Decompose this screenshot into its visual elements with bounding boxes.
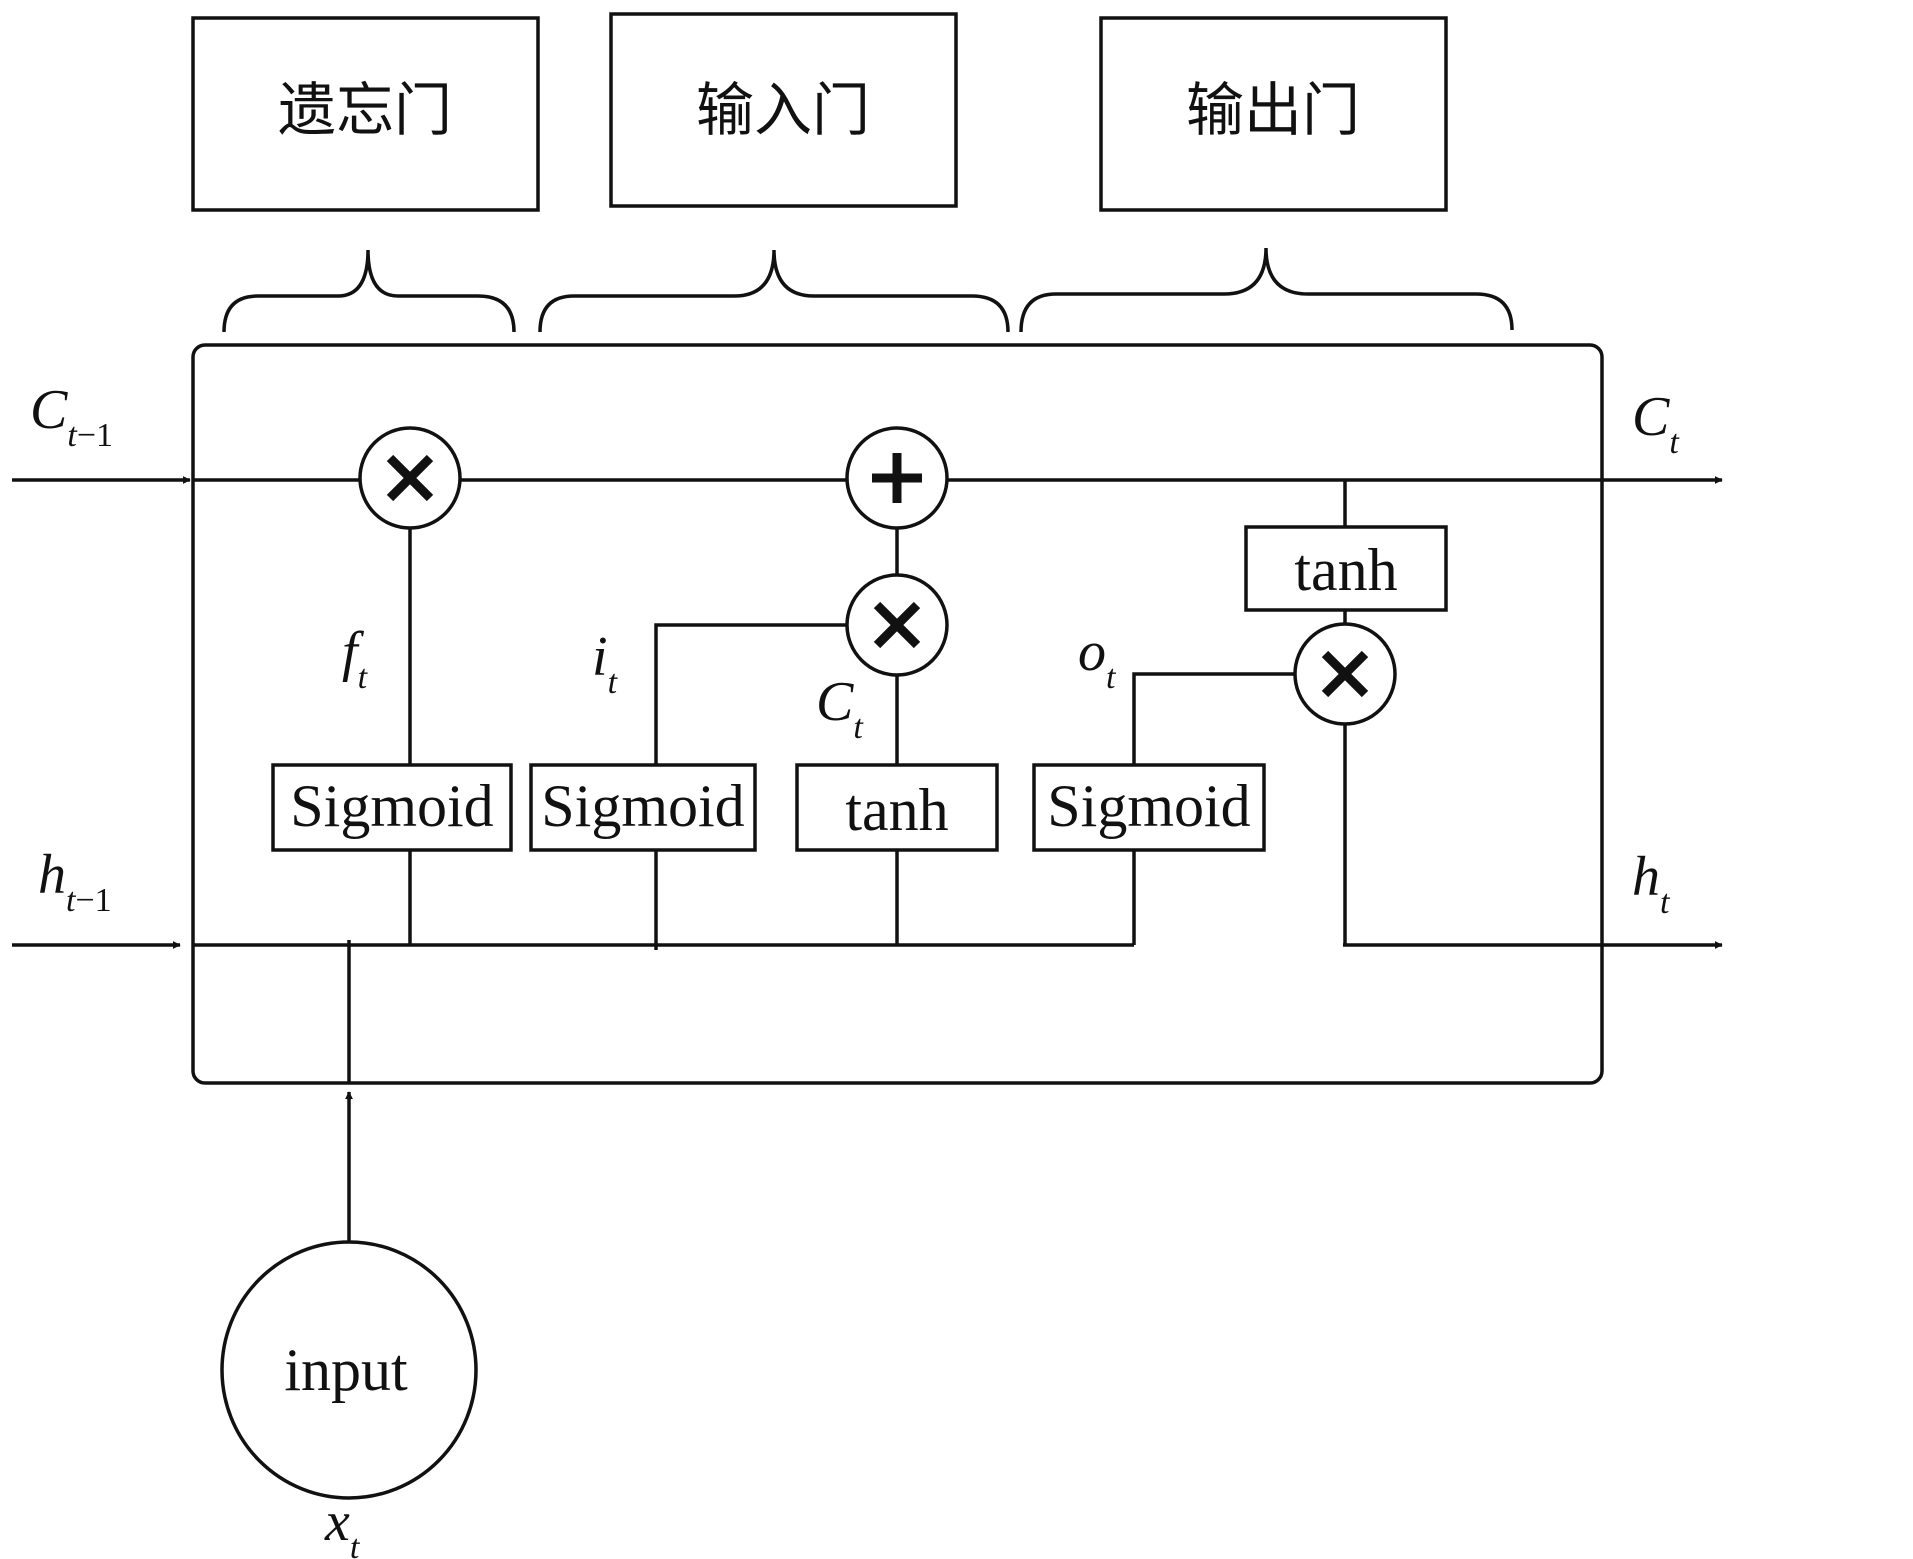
candidate-tanh-label: tanh xyxy=(845,777,948,843)
label-i-t: it xyxy=(592,626,619,701)
label-h-prev: ht−1 xyxy=(38,844,112,919)
candidate-tanh-box: tanh xyxy=(795,763,999,852)
output-tanh-box: tanh xyxy=(1244,525,1448,612)
forget-gate-box: 遗忘门 xyxy=(191,16,540,212)
input-gate-link-top xyxy=(654,623,847,765)
label-o-t: ot xyxy=(1078,621,1117,696)
output-tanh-label: tanh xyxy=(1294,537,1397,603)
input-sigmoid-box: Sigmoid xyxy=(529,763,757,852)
output-sigmoid-box: Sigmoid xyxy=(1032,763,1266,852)
input-multiply-op xyxy=(845,573,949,677)
forget-sigmoid-label: Sigmoid xyxy=(290,773,493,839)
label-x-t: xt xyxy=(324,1491,361,1559)
forget-multiply-op xyxy=(358,426,462,530)
output-gate-box: 输出门 xyxy=(1099,16,1448,212)
multiply-icon xyxy=(1321,650,1369,698)
forget-gate-label: 遗忘门 xyxy=(278,76,452,144)
output-sigmoid-label: Sigmoid xyxy=(1047,773,1250,839)
forget-brace xyxy=(222,249,516,333)
multiply-icon xyxy=(386,454,434,502)
label-h-t: ht xyxy=(1632,846,1671,921)
output-multiply-op xyxy=(1293,622,1397,726)
input-gate-box: 输入门 xyxy=(609,12,958,208)
output-brace xyxy=(1019,247,1514,333)
plus-icon xyxy=(872,453,922,503)
input-node-label: input xyxy=(284,1337,408,1403)
input-brace xyxy=(538,249,1010,333)
output-gate-link-top xyxy=(1132,672,1295,765)
label-c-t: Ct xyxy=(1632,386,1680,461)
input-gate-label: 输入门 xyxy=(696,76,870,144)
multiply-icon xyxy=(873,601,921,649)
input-node: input xyxy=(220,1240,478,1500)
label-c-prev: Ct−1 xyxy=(30,379,113,454)
forget-sigmoid-box: Sigmoid xyxy=(271,763,513,852)
label-c-candidate: Ct xyxy=(816,671,864,746)
output-gate-label: 输出门 xyxy=(1186,76,1360,144)
cell-add-op xyxy=(845,426,949,530)
input-sigmoid-label: Sigmoid xyxy=(541,773,744,839)
